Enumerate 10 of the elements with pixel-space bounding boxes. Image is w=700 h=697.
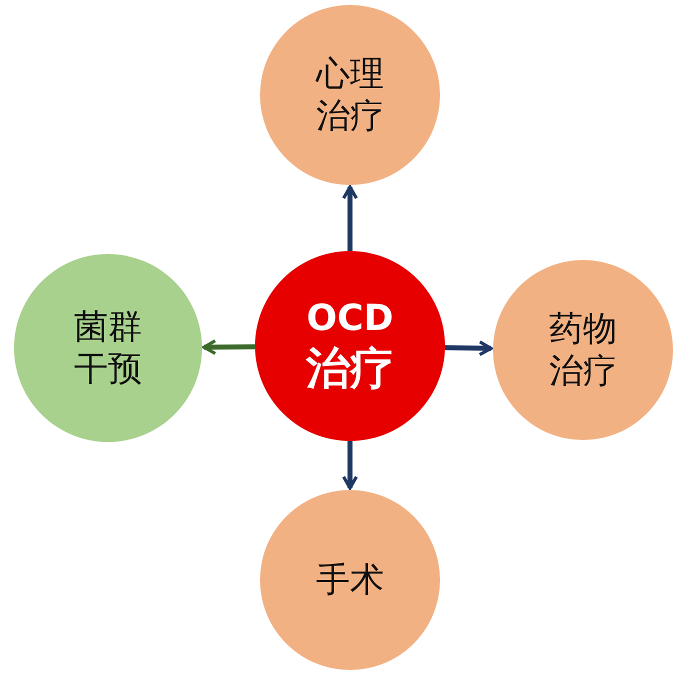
node-label: 菌群干预 bbox=[72, 306, 143, 390]
arrow bbox=[342, 441, 358, 490]
node-label: 手术 bbox=[314, 558, 385, 602]
node-label: OCD bbox=[306, 297, 394, 341]
arrow bbox=[342, 185, 358, 251]
node-label: 心理治疗 bbox=[314, 52, 385, 138]
node-label: 药物治疗 bbox=[548, 308, 618, 392]
arrow bbox=[444, 340, 493, 356]
arrow bbox=[202, 339, 256, 356]
node-label: 治疗 bbox=[306, 342, 394, 396]
